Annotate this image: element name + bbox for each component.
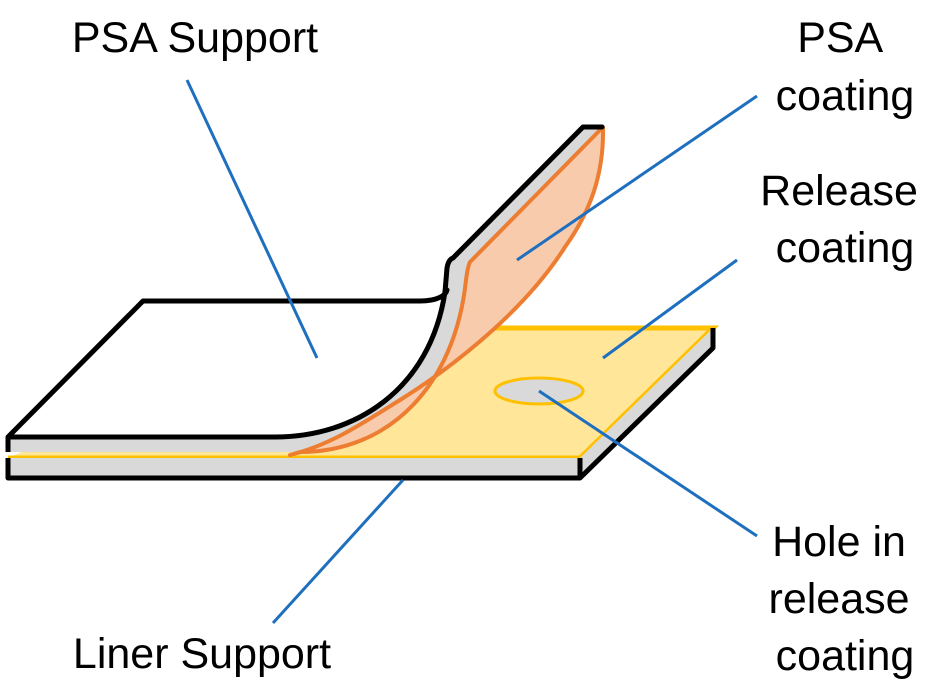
leader-line-psa-support xyxy=(185,79,319,359)
label-release-coating-line1: Release xyxy=(760,167,918,215)
label-psa-coating-line1: PSA xyxy=(797,14,883,62)
label-psa-coating: PSA coating xyxy=(776,14,915,120)
label-release-coating: Release coating xyxy=(760,167,930,272)
leader-line-release-coating xyxy=(602,258,738,360)
label-psa-support: PSA Support xyxy=(72,14,318,62)
label-psa-coating-line2: coating xyxy=(776,72,915,120)
label-hole-line2: release xyxy=(769,575,910,623)
label-hole-line3: coating xyxy=(776,632,915,680)
psa-coating-layer xyxy=(288,125,606,457)
label-hole: Hole in release coating xyxy=(769,518,922,680)
leader-line-liner-support xyxy=(271,478,405,625)
label-liner-support: Liner Support xyxy=(73,630,331,678)
leader-line-psa-coating xyxy=(516,94,758,262)
label-release-coating-line2: coating xyxy=(776,224,915,272)
leader-line-hole xyxy=(538,389,758,538)
label-hole-line1: Hole in xyxy=(772,518,906,566)
liner-support-front-face xyxy=(8,458,580,478)
psa-support-outline xyxy=(5,124,605,440)
